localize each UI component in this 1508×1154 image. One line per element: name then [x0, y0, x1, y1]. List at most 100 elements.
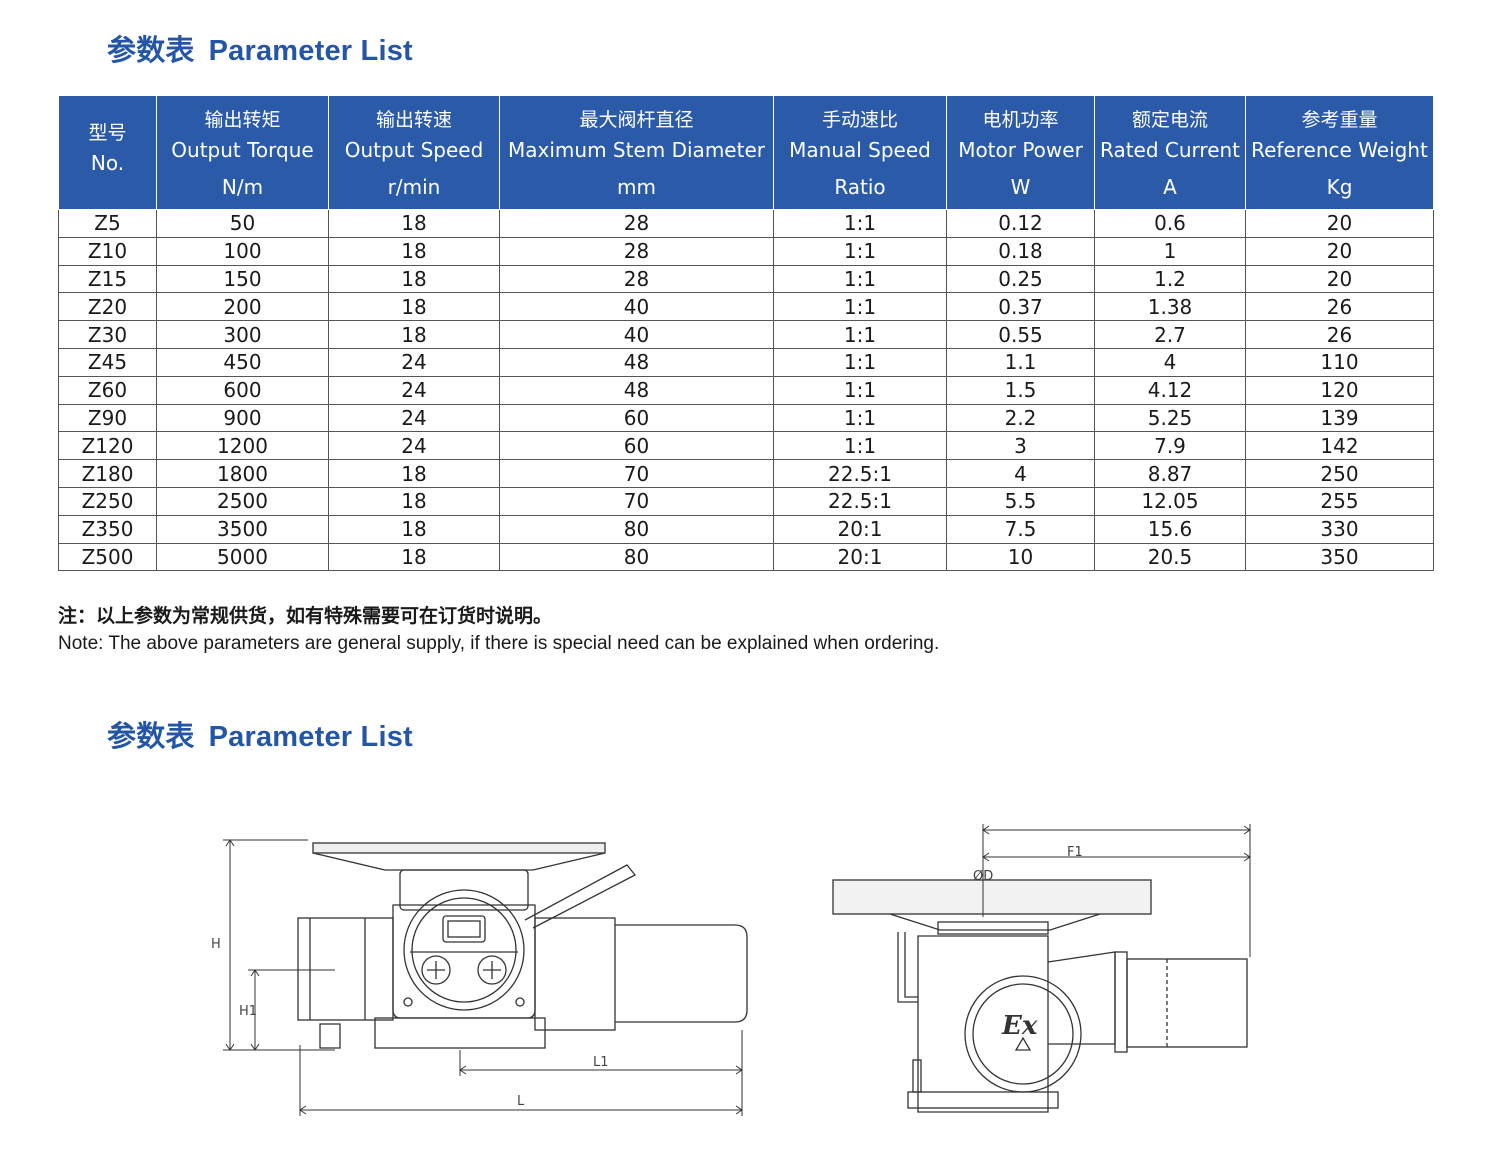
column-header-cn: 手动速比	[821, 109, 898, 131]
column-header-cn: 输出转速	[375, 109, 452, 131]
table-cell: 18	[328, 236, 500, 266]
table-cell: 10	[946, 542, 1095, 572]
table-cell: 1.2	[1094, 264, 1246, 294]
table-cell: Z10	[58, 236, 157, 266]
table-cell: 110	[1245, 347, 1434, 377]
table-cell: 18	[328, 320, 500, 349]
table-cell: 60	[499, 403, 774, 433]
table-cell: 28	[499, 264, 774, 294]
table-cell: 600	[156, 375, 329, 405]
table-cell: 60	[499, 431, 774, 461]
table-cell: Z120	[58, 431, 157, 461]
table-cell: 18	[328, 486, 500, 516]
table-cell: 5.25	[1094, 403, 1246, 433]
column-header-en: Manual Speed	[789, 138, 931, 162]
table-cell: 1	[1094, 236, 1246, 266]
ex-mark: Ex	[1001, 1011, 1038, 1041]
column-header-en: Motor Power	[958, 138, 1083, 162]
table-cell: 18	[328, 514, 500, 544]
table-cell: 0.37	[946, 292, 1095, 322]
table-cell: 48	[499, 347, 774, 377]
table-cell: 40	[499, 320, 774, 349]
table-cell: 80	[499, 542, 774, 572]
table-cell: 20	[1245, 236, 1434, 266]
table-cell: 18	[328, 459, 500, 488]
table-cell: 255	[1245, 486, 1434, 516]
table-cell: 0.18	[946, 236, 1095, 266]
table-cell: 24	[328, 431, 500, 461]
table-cell: 330	[1245, 514, 1434, 544]
table-cell: 20:1	[773, 514, 947, 544]
column-header-cn: 输出转矩	[204, 109, 281, 131]
column-header: 型号 No.	[58, 95, 157, 210]
table-cell: 1:1	[773, 264, 947, 294]
table-cell: 20	[1245, 209, 1434, 238]
table-cell: Z20	[58, 292, 157, 322]
column-header-unit: A	[1163, 175, 1177, 199]
table-cell: 2.2	[946, 403, 1095, 433]
table-cell: Z60	[58, 375, 157, 405]
table-cell: 0.6	[1094, 209, 1246, 238]
table-cell: Z350	[58, 514, 157, 544]
table-cell: 1:1	[773, 375, 947, 405]
table-cell: Z45	[58, 347, 157, 377]
table-cell: 18	[328, 209, 500, 238]
section-title-en: Parameter List	[208, 35, 413, 67]
column-header-cn: 型号	[88, 122, 127, 144]
table-cell: 1.5	[946, 375, 1095, 405]
dim-label-l: L	[517, 1094, 525, 1109]
table-cell: 18	[328, 292, 500, 322]
table-cell: 1:1	[773, 292, 947, 322]
table-cell: 20.5	[1094, 542, 1246, 572]
table-cell: 7.5	[946, 514, 1095, 544]
table-cell: 0.25	[946, 264, 1095, 294]
table-cell: 100	[156, 236, 329, 266]
table-cell: 28	[499, 209, 774, 238]
table-cell: 24	[328, 375, 500, 405]
note-chinese: 注：以上参数为常规供货，如有特殊需要可在订货时说明。	[58, 606, 553, 627]
column-header-en: Rated Current	[1099, 138, 1241, 162]
table-cell: 5000	[156, 542, 329, 572]
table-cell: 26	[1245, 292, 1434, 322]
table-cell: 5.5	[946, 486, 1095, 516]
dim-label-h1: H1	[239, 1004, 257, 1019]
table-cell: 4.12	[1094, 375, 1246, 405]
column-header-cn: 参考重量	[1301, 109, 1378, 131]
table-cell: 2.7	[1094, 320, 1246, 349]
table-cell: Z15	[58, 264, 157, 294]
dim-label-phi-d: ØD	[973, 869, 993, 884]
table-cell: 7.9	[1094, 431, 1246, 461]
table-cell: 12.05	[1094, 486, 1246, 516]
column-header-en: No.	[90, 151, 125, 175]
table-cell: 1:1	[773, 209, 947, 238]
table-cell: Z90	[58, 403, 157, 433]
column-header-unit: W	[1010, 175, 1031, 199]
table-cell: 4	[946, 459, 1095, 488]
column-header-unit: Kg	[1326, 175, 1353, 199]
table-cell: 22.5:1	[773, 459, 947, 488]
table-cell: Z250	[58, 486, 157, 516]
table-cell: 26	[1245, 320, 1434, 349]
table-cell: 48	[499, 375, 774, 405]
table-cell: 18	[328, 542, 500, 572]
section-title-parameter-list: 参数表 Parameter List	[107, 27, 413, 69]
table-cell: 1:1	[773, 347, 947, 377]
section-title-cn: 参数表	[107, 721, 195, 753]
column-header-en: Output Speed	[344, 138, 484, 162]
table-cell: 150	[156, 264, 329, 294]
dim-label-l1: L1	[593, 1055, 609, 1070]
section-title-cn: 参数表	[107, 35, 195, 67]
